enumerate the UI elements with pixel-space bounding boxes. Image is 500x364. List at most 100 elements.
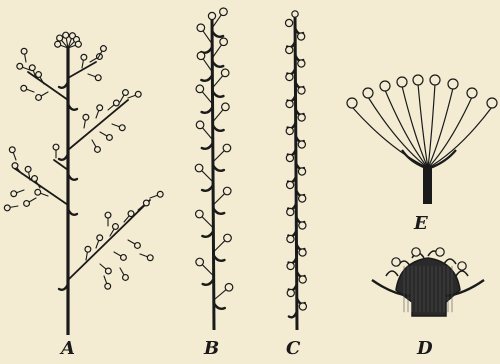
flower-bud	[286, 73, 293, 80]
flower-bud	[123, 275, 129, 281]
flower-bud	[299, 276, 306, 283]
stalk-line	[150, 195, 158, 198]
flower-bud	[448, 79, 458, 89]
bract	[201, 75, 212, 81]
flower-bud	[24, 201, 30, 207]
umbel-ray	[428, 84, 435, 168]
flower-bud	[21, 85, 27, 91]
stalk-line	[41, 92, 48, 96]
stalk-line	[120, 268, 124, 275]
flower-bud	[380, 81, 390, 91]
flower-bud	[413, 75, 423, 85]
stalk-line	[112, 124, 120, 127]
stalk-line	[40, 193, 48, 196]
flower-bud	[75, 41, 81, 47]
flower-bud	[63, 32, 69, 38]
flower-bud	[208, 12, 215, 19]
flower-bud	[299, 303, 306, 310]
flower-bud	[286, 127, 293, 134]
stalk-line	[16, 190, 24, 193]
bract	[213, 125, 224, 131]
stalk-line	[128, 240, 135, 244]
flower-bud	[12, 163, 18, 169]
flower-bud	[196, 210, 204, 218]
umbel-ray	[428, 107, 492, 168]
flower-bud	[57, 35, 63, 41]
stalk-line	[92, 140, 96, 147]
flower-bud	[287, 208, 294, 215]
flower-bud	[32, 176, 38, 182]
flower-bud	[196, 121, 204, 129]
flower-bud	[95, 75, 101, 81]
flower-bud	[286, 46, 293, 53]
flower-bud	[436, 248, 444, 256]
stalk-line	[214, 290, 226, 300]
flower-bud	[17, 63, 23, 69]
flower-bud	[287, 262, 294, 269]
floret	[444, 259, 456, 264]
stalk-line	[84, 120, 85, 128]
flower-bud	[392, 258, 400, 266]
stalk-line	[108, 105, 114, 110]
bract	[213, 165, 224, 171]
stalk-line	[96, 110, 99, 118]
stalk-line	[120, 95, 124, 102]
flower-bud	[113, 224, 119, 230]
stalk-line	[13, 152, 16, 160]
flower-bud	[467, 88, 477, 98]
flower-bud	[196, 85, 204, 93]
flower-bud	[487, 98, 497, 108]
flower-bud	[286, 154, 293, 161]
flower-bud	[197, 24, 205, 32]
panicle-drawing	[4, 32, 163, 335]
panel-label-e: E	[414, 215, 428, 233]
head-drawing	[372, 248, 484, 316]
flower-bud	[287, 235, 294, 242]
stalk-line	[96, 240, 99, 248]
bract	[202, 185, 213, 191]
flower-bud	[430, 75, 440, 85]
flower-bud	[292, 11, 298, 17]
flower-bud	[285, 19, 292, 26]
panel-label-a: A	[61, 340, 75, 358]
flower-bud	[363, 88, 373, 98]
floret	[386, 271, 398, 276]
bract	[202, 107, 213, 113]
bract	[202, 231, 213, 237]
flower-bud	[21, 48, 27, 54]
stalk-line	[202, 217, 213, 228]
flower-bud	[224, 234, 232, 242]
stalk-line	[212, 76, 222, 88]
flower-bud	[458, 262, 466, 270]
flower-bud	[299, 222, 306, 229]
flower-bud	[135, 91, 141, 97]
bract	[212, 61, 223, 67]
stalk-line	[26, 89, 34, 92]
panel-label-b: B	[204, 340, 219, 358]
flower-bud	[101, 46, 107, 52]
flower-bud	[299, 249, 306, 256]
stalk-line	[25, 54, 26, 62]
flower-bud	[157, 191, 163, 197]
flower-bud	[298, 141, 305, 148]
stalk-line	[88, 74, 96, 77]
flower-bud	[113, 100, 119, 106]
flower-bud	[298, 168, 305, 175]
flower-bud	[36, 95, 42, 101]
flower-bud	[97, 235, 103, 241]
flower-bud	[121, 255, 127, 261]
bract	[214, 303, 225, 309]
flower-bud	[95, 147, 101, 153]
flower-bud	[55, 41, 61, 47]
stalk-line	[213, 151, 224, 162]
flower-bud	[119, 125, 125, 131]
panel-label-d: D	[417, 340, 433, 358]
umbel-drawing	[347, 75, 497, 204]
flower-bud	[105, 268, 111, 274]
bract	[202, 143, 213, 149]
stalk-line	[140, 254, 148, 257]
flower-bud	[299, 195, 306, 202]
stalk-line	[28, 72, 68, 100]
flower-bud	[11, 191, 17, 197]
